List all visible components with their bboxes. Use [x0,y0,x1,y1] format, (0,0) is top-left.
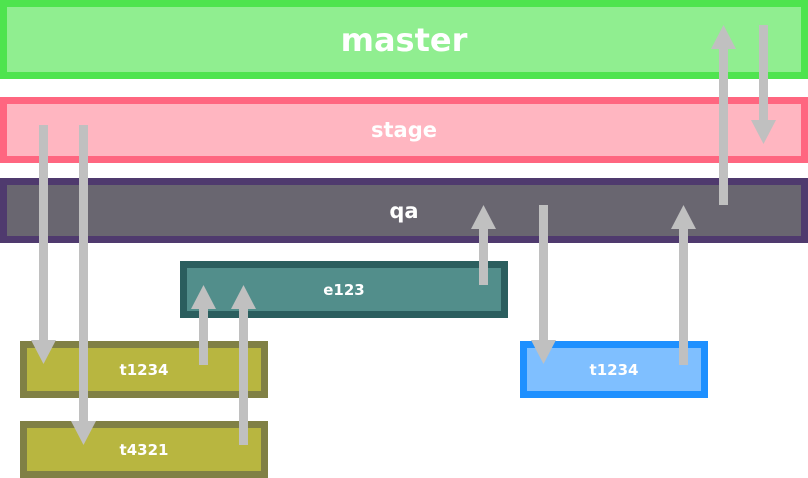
arrow-t1234-left-to-e123 [191,285,216,365]
t1234-left-label: t1234 [119,360,169,379]
t4321-label: t4321 [119,440,169,459]
arrow-stage-to-t4321 [71,125,96,445]
stage-branch-bar: stage [0,97,808,163]
qa-branch-bar: qa [0,178,808,243]
t4321-branch-box: t4321 [20,421,268,478]
arrow-e123-to-qa [471,205,496,285]
arrow-master-to-stage [751,25,776,144]
arrow-qa-to-master [711,25,736,205]
t1234-right-label: t1234 [589,360,639,379]
t1234-left-branch-box: t1234 [20,341,268,398]
master-branch-bar: master [0,0,808,79]
t1234-right-branch-box: t1234 [520,341,708,398]
stage-label: stage [371,118,437,142]
e123-label: e123 [323,280,365,299]
arrow-qa-to-t1234-right [531,205,556,364]
arrow-t1234-right-to-qa [671,205,696,365]
arrow-stage-to-t1234-left [31,125,56,364]
master-label: master [340,20,468,59]
qa-label: qa [389,198,419,223]
arrow-t4321-to-e123 [231,285,256,445]
